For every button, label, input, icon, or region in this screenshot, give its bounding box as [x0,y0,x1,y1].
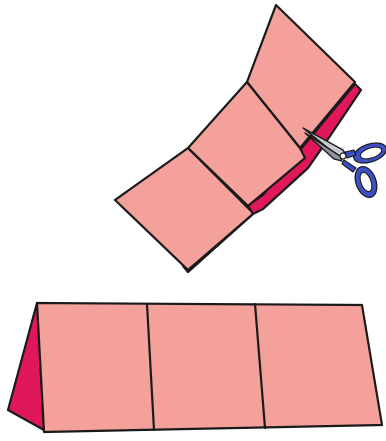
top-folded-strip [115,5,361,272]
bottom-strip-front-face [37,303,382,432]
scissors-shank-lower [342,160,356,172]
bottom-folded-strip [8,303,382,432]
